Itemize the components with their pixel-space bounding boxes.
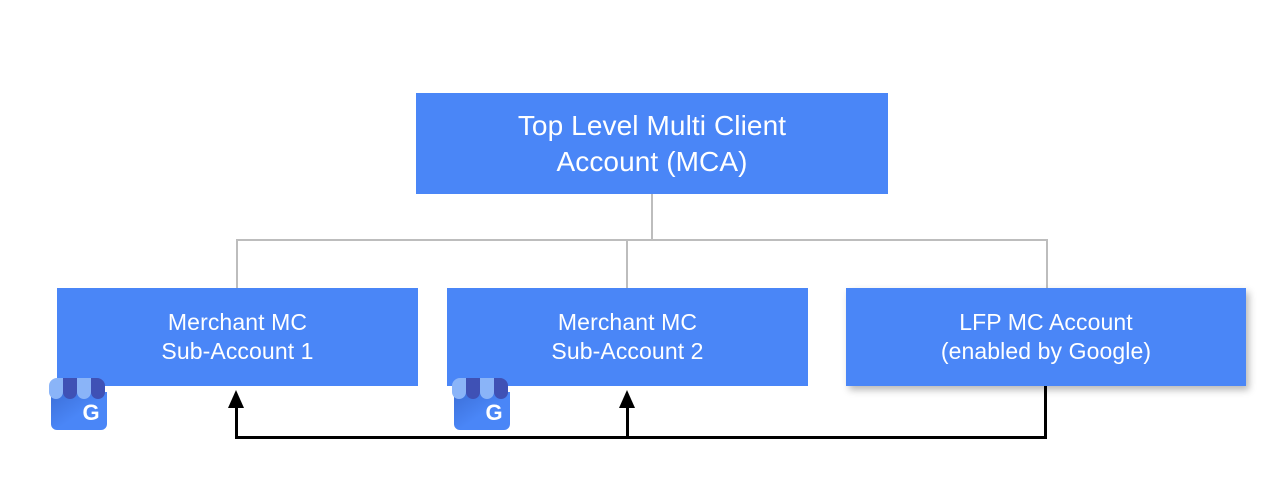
connector-leg-lfp xyxy=(1046,239,1048,289)
node-top-line1: Top Level Multi Client xyxy=(517,109,787,141)
feedback-rail xyxy=(235,436,1047,439)
node-lfp-line2: (enabled by Google) xyxy=(940,338,1152,364)
connector-bus xyxy=(236,239,1048,241)
google-business-profile-storefront-icon: G xyxy=(446,368,518,432)
node-sub1-line2: Sub-Account 1 xyxy=(161,338,314,364)
arrowhead-to-sub2-icon xyxy=(619,390,635,408)
node-lfp-mc-account[interactable]: LFP MC Account (enabled by Google) xyxy=(846,288,1246,386)
node-sub2-line2: Sub-Account 2 xyxy=(551,338,704,364)
node-sub2-line1: Merchant MC xyxy=(557,308,698,335)
feedback-riser-from-lfp xyxy=(1044,386,1047,438)
node-merchant-sub-account-1[interactable]: Merchant MC Sub-Account 1 xyxy=(57,288,418,386)
arrowhead-to-sub1-icon xyxy=(228,390,244,408)
storefront-g-letter: G xyxy=(82,400,99,425)
feedback-riser-to-sub2 xyxy=(626,406,629,438)
node-top-level-mca[interactable]: Top Level Multi Client Account (MCA) xyxy=(416,93,888,194)
storefront-g-letter: G xyxy=(485,400,502,425)
feedback-riser-to-sub1 xyxy=(235,406,238,438)
connector-leg-sub1 xyxy=(236,239,238,289)
node-lfp-line1: LFP MC Account xyxy=(959,308,1133,335)
node-merchant-sub-account-2[interactable]: Merchant MC Sub-Account 2 xyxy=(447,288,808,386)
google-business-profile-storefront-icon: G xyxy=(43,368,115,432)
connector-leg-sub2 xyxy=(626,239,628,289)
connector-top-stem xyxy=(651,193,653,241)
node-top-line2: Account (MCA) xyxy=(556,145,748,177)
node-sub1-line1: Merchant MC xyxy=(167,308,308,335)
